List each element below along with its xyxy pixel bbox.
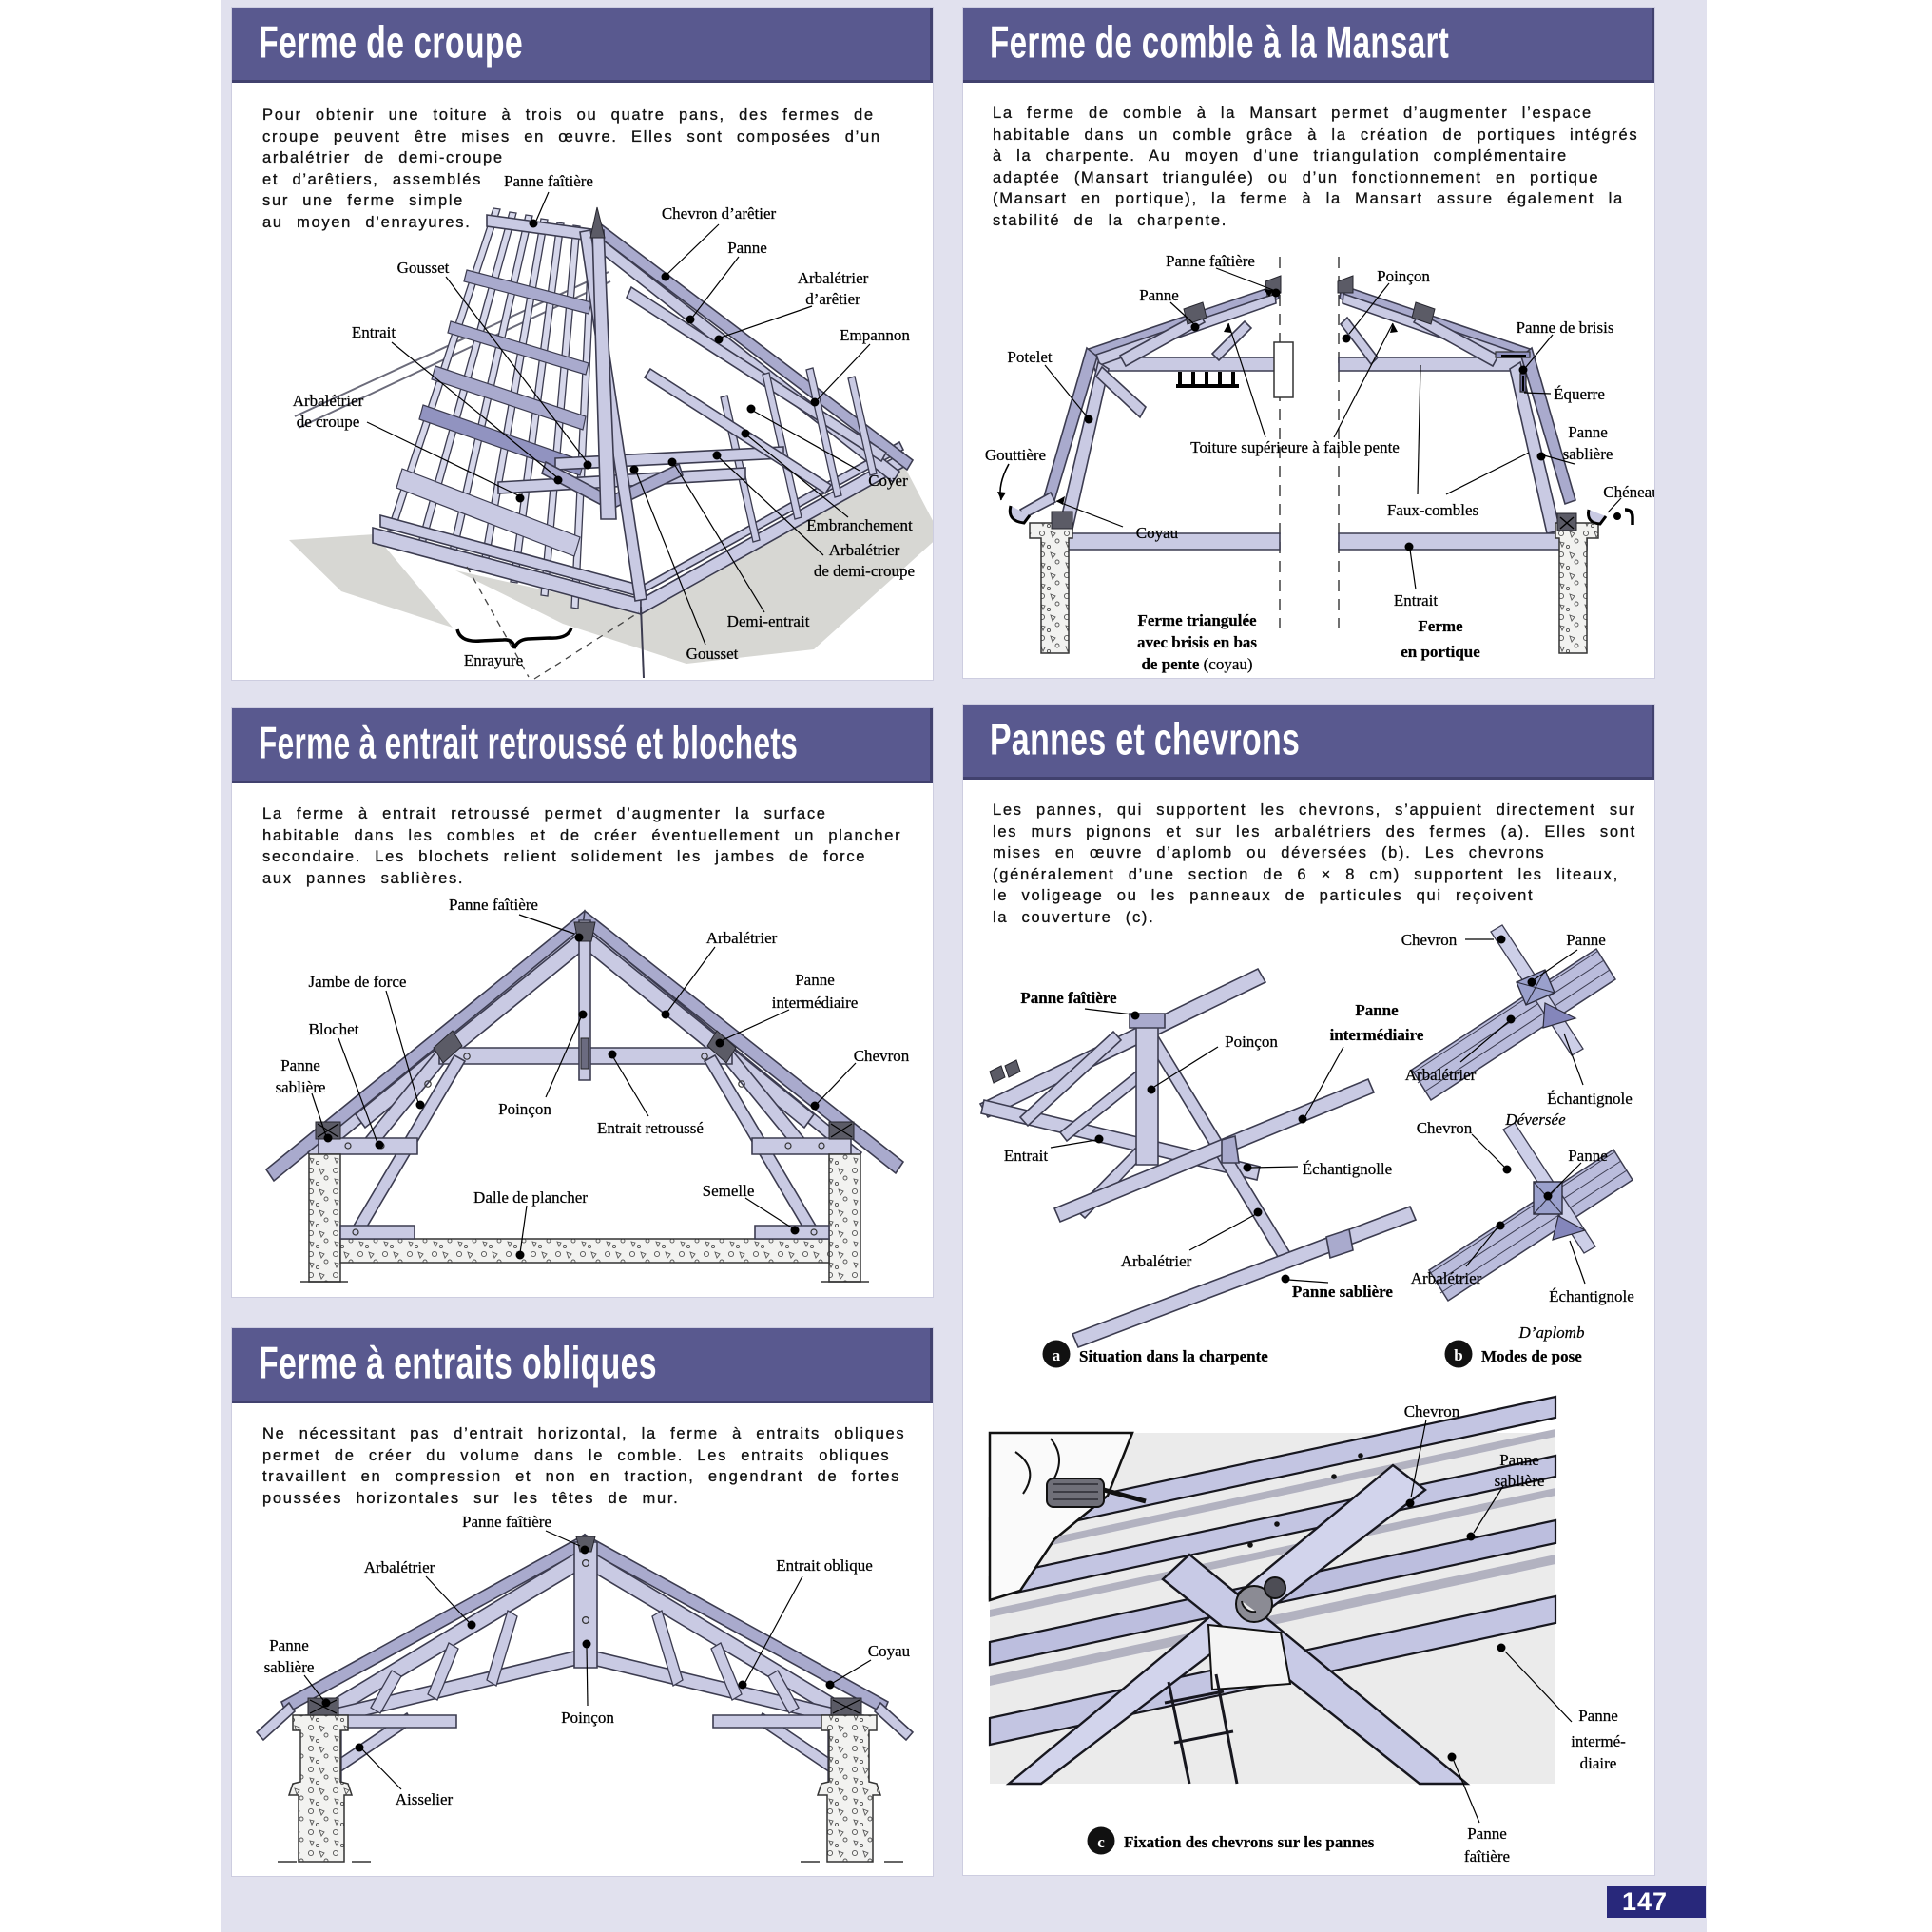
svg-text:Gousset: Gousset xyxy=(686,645,739,663)
svg-text:intermédiaire: intermédiaire xyxy=(772,994,859,1012)
svg-text:Poinçon: Poinçon xyxy=(561,1709,614,1727)
svg-text:Déversée: Déversée xyxy=(1504,1111,1566,1129)
svg-text:sablière: sablière xyxy=(264,1658,315,1676)
svg-text:Chevron: Chevron xyxy=(1417,1119,1473,1137)
svg-text:diaire: diaire xyxy=(1580,1754,1617,1772)
svg-text:Blochet: Blochet xyxy=(309,1020,359,1038)
svg-text:Demi-entrait: Demi-entrait xyxy=(727,612,810,630)
svg-text:Arbalétrier: Arbalétrier xyxy=(293,392,364,410)
svg-text:Faux-combles: Faux-combles xyxy=(1387,501,1478,519)
svg-text:Panne faîtière: Panne faîtière xyxy=(449,896,538,914)
svg-text:Enrayure: Enrayure xyxy=(464,651,523,669)
svg-text:Modes de pose: Modes de pose xyxy=(1481,1347,1582,1365)
svg-text:Panne: Panne xyxy=(1467,1825,1507,1843)
svg-text:Ferme triangulée: Ferme triangulée xyxy=(1137,611,1257,629)
svg-text:Panne: Panne xyxy=(1139,286,1179,304)
svg-text:Panne: Panne xyxy=(1566,931,1606,949)
svg-text:Coyau: Coyau xyxy=(868,1642,911,1660)
svg-text:Arbalétrier: Arbalétrier xyxy=(1405,1066,1477,1084)
svg-text:b: b xyxy=(1454,1346,1462,1364)
svg-text:D’aplomb: D’aplomb xyxy=(1518,1323,1585,1342)
svg-text:Jambe de force: Jambe de force xyxy=(309,973,407,991)
svg-text:sablière: sablière xyxy=(1495,1472,1545,1490)
svg-text:Panne faîtière: Panne faîtière xyxy=(1020,989,1117,1007)
svg-text:Panne sablière: Panne sablière xyxy=(1292,1283,1393,1301)
svg-text:en portique: en portique xyxy=(1401,643,1480,661)
svg-text:Entrait: Entrait xyxy=(1004,1147,1049,1165)
svg-text:Coyer: Coyer xyxy=(868,472,908,490)
svg-text:Poinçon: Poinçon xyxy=(1225,1033,1278,1051)
svg-text:Panne: Panne xyxy=(269,1636,309,1654)
svg-text:Échantignolle: Échantignolle xyxy=(1303,1160,1392,1178)
svg-text:Chevron: Chevron xyxy=(1404,1402,1460,1420)
svg-text:c: c xyxy=(1097,1833,1105,1851)
svg-text:avec brisis en bas: avec brisis en bas xyxy=(1137,633,1257,651)
svg-text:Chéneau: Chéneau xyxy=(1603,483,1654,501)
svg-text:Échantignole: Échantignole xyxy=(1549,1287,1634,1305)
svg-text:intermé-: intermé- xyxy=(1571,1732,1626,1750)
svg-text:intermédiaire: intermédiaire xyxy=(1330,1026,1424,1044)
svg-text:de demi-croupe: de demi-croupe xyxy=(814,562,915,580)
svg-text:Dalle de plancher: Dalle de plancher xyxy=(473,1188,588,1207)
svg-text:Embranchement: Embranchement xyxy=(806,516,913,534)
svg-text:Arbalétrier: Arbalétrier xyxy=(829,541,900,559)
svg-text:Chevron d’arêtier: Chevron d’arêtier xyxy=(662,204,777,222)
svg-text:Chevron: Chevron xyxy=(854,1047,910,1065)
svg-text:Panne: Panne xyxy=(795,971,835,989)
svg-text:Panne faîtière: Panne faîtière xyxy=(1166,252,1255,270)
svg-text:Gouttière: Gouttière xyxy=(985,446,1046,464)
svg-text:Gousset: Gousset xyxy=(397,259,450,277)
svg-text:Entrait: Entrait xyxy=(1394,591,1439,609)
svg-text:Aisselier: Aisselier xyxy=(396,1790,454,1808)
svg-text:Panne: Panne xyxy=(727,239,767,257)
svg-text:d’arêtier: d’arêtier xyxy=(805,290,860,308)
svg-text:Ferme: Ferme xyxy=(1418,617,1463,635)
svg-text:Panne: Panne xyxy=(1568,1147,1608,1165)
svg-text:Arbalétrier: Arbalétrier xyxy=(364,1558,435,1576)
svg-text:Poinçon: Poinçon xyxy=(1377,267,1430,285)
svg-text:Arbalétrier: Arbalétrier xyxy=(1121,1252,1192,1270)
svg-text:faîtière: faîtière xyxy=(1464,1847,1510,1865)
svg-text:Panne: Panne xyxy=(1568,423,1608,441)
svg-text:Panne: Panne xyxy=(1499,1451,1539,1469)
svg-text:Équerre: Équerre xyxy=(1554,385,1605,403)
svg-text:Entrait oblique: Entrait oblique xyxy=(776,1556,873,1575)
svg-text:Coyau: Coyau xyxy=(1136,524,1179,542)
svg-text:Fixation des chevrons sur les: Fixation des chevrons sur les pannes xyxy=(1124,1833,1375,1851)
svg-text:Panne: Panne xyxy=(1578,1707,1618,1725)
svg-text:Toiture supérieure à faible pe: Toiture supérieure à faible pente xyxy=(1190,438,1400,456)
svg-text:Échantignole: Échantignole xyxy=(1547,1090,1633,1108)
svg-text:de croupe: de croupe xyxy=(297,413,360,431)
svg-text:Panne faîtière: Panne faîtière xyxy=(504,172,593,190)
svg-text:Panne: Panne xyxy=(280,1056,320,1074)
svg-text:Entrait retroussé: Entrait retroussé xyxy=(597,1119,704,1137)
svg-text:Panne: Panne xyxy=(1355,1001,1399,1019)
svg-text:Entrait: Entrait xyxy=(352,323,396,341)
svg-text:Panne faîtière: Panne faîtière xyxy=(462,1514,551,1531)
svg-text:sablière: sablière xyxy=(1563,445,1613,463)
svg-text:Situation dans la charpente: Situation dans la charpente xyxy=(1079,1347,1268,1365)
svg-text:sablière: sablière xyxy=(276,1078,326,1096)
svg-text:Panne de brisis: Panne de brisis xyxy=(1517,319,1614,337)
svg-text:Chevron: Chevron xyxy=(1401,931,1458,949)
svg-text:Semelle: Semelle xyxy=(703,1182,755,1200)
svg-text:a: a xyxy=(1053,1346,1061,1364)
svg-text:de pente (coyau): de pente (coyau) xyxy=(1141,655,1252,673)
svg-text:Poinçon: Poinçon xyxy=(498,1100,551,1118)
svg-text:Arbalétrier: Arbalétrier xyxy=(706,929,778,947)
svg-text:Empannon: Empannon xyxy=(840,326,910,344)
svg-text:Arbalétrier: Arbalétrier xyxy=(1411,1269,1482,1287)
svg-text:Arbalétrier: Arbalétrier xyxy=(798,269,869,287)
svg-text:Potelet: Potelet xyxy=(1007,348,1052,366)
